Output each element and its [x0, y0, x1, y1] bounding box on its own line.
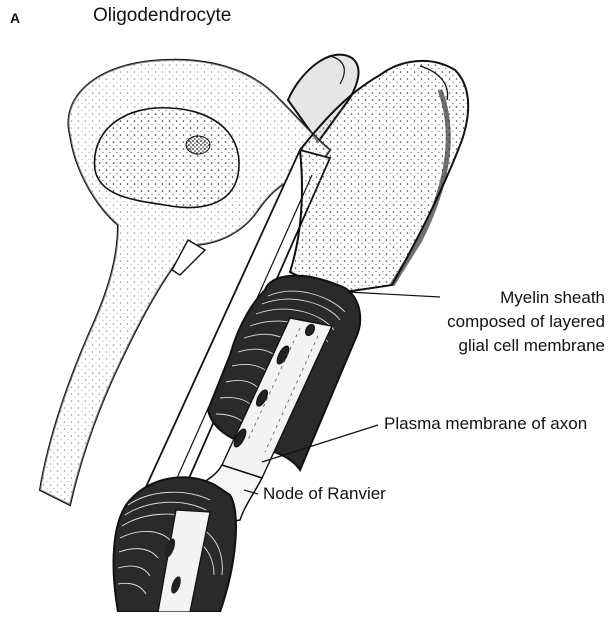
figure-title: Oligodendrocyte	[93, 5, 231, 27]
myelin-sheath-label-line: composed of layered	[447, 310, 605, 334]
panel-letter: A	[10, 10, 20, 26]
myelin-leader-line	[348, 292, 440, 297]
myelin-sheath-label-line: Myelin sheath	[447, 286, 605, 310]
myelin-sheath-label: Myelin sheath composed of layered glial …	[447, 286, 605, 358]
node-of-ranvier-label: Node of Ranvier	[263, 484, 386, 504]
myelin-sheath-lower	[114, 477, 236, 612]
myelin-sheath-label-line: glial cell membrane	[447, 334, 605, 358]
plasma-membrane-label: Plasma membrane of axon	[384, 414, 587, 434]
